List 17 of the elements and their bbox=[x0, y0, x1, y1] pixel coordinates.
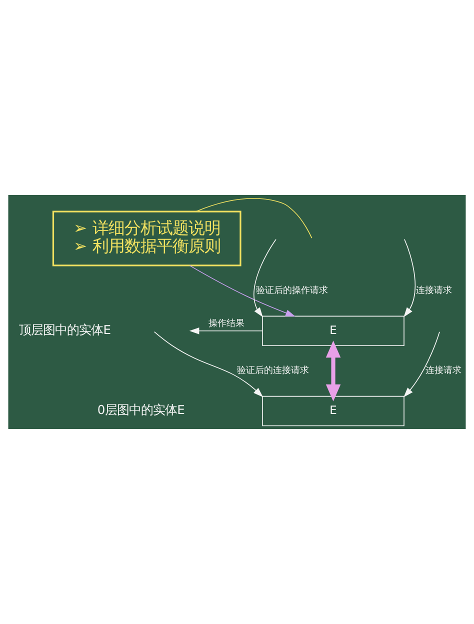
arrow bbox=[326, 340, 341, 402]
label: 顶层图中的实体E bbox=[19, 322, 111, 337]
edge-label: 验证后的操作请求 bbox=[256, 286, 328, 296]
arrow bbox=[254, 238, 276, 318]
edge-label: 连接请求 bbox=[416, 286, 452, 296]
label: 0层图中的实体E bbox=[97, 402, 185, 417]
arrow bbox=[404, 331, 440, 398]
node-box: E bbox=[262, 396, 404, 426]
arrow bbox=[404, 238, 416, 318]
node-box: ➢ 详细分析试题说明 ➢ 利用数据平衡原则 bbox=[52, 210, 242, 266]
edge-label: 连接请求 bbox=[426, 366, 462, 376]
arrow bbox=[154, 331, 264, 398]
edge-label: 验证后的连接请求 bbox=[237, 366, 310, 376]
arrow bbox=[189, 327, 263, 334]
edge-label: 操作结果 bbox=[208, 318, 245, 329]
node-box: E bbox=[262, 316, 404, 346]
arrow bbox=[189, 265, 296, 317]
